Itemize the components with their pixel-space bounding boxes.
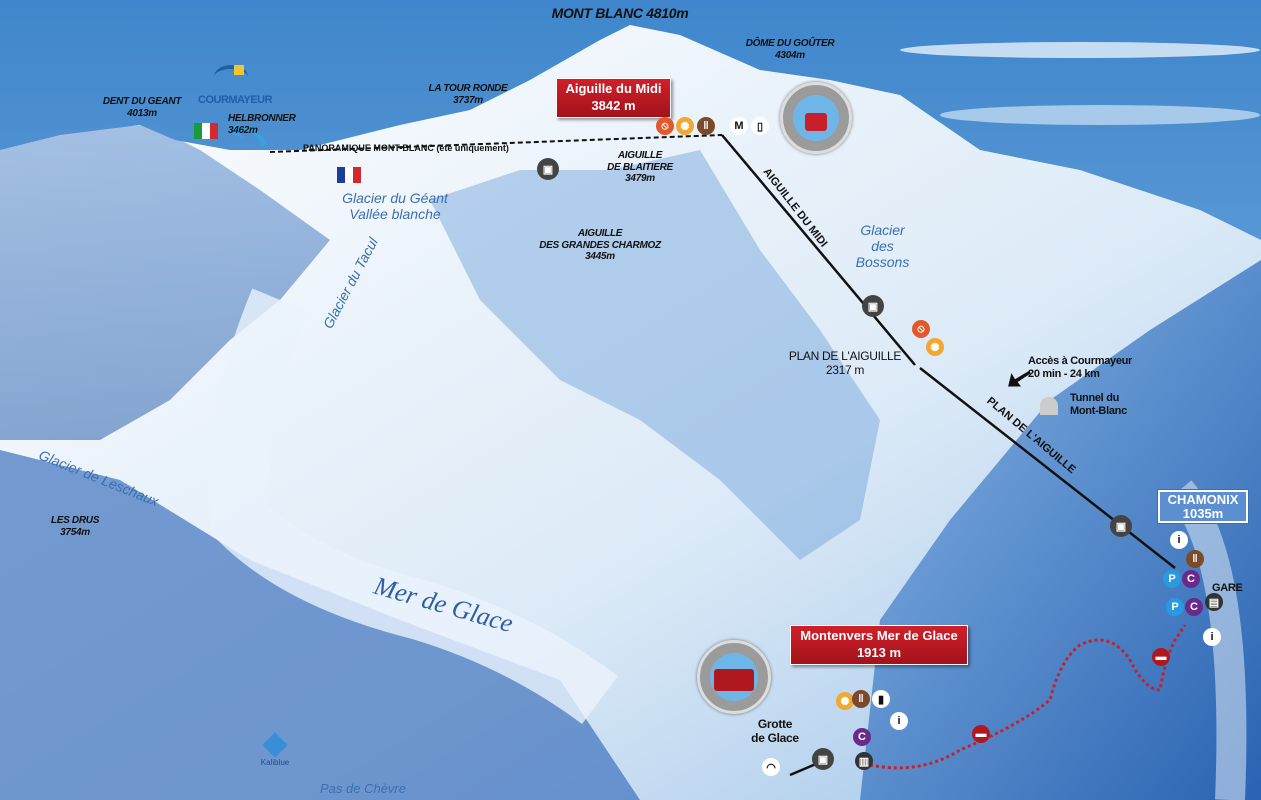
access-line1: Accès à Courmayeur — [1028, 355, 1133, 367]
tunnel-icon — [1040, 397, 1058, 415]
italy-flag — [194, 123, 218, 139]
info-icon[interactable]: i — [1203, 628, 1221, 646]
restaurant-icon: ǁ — [697, 117, 715, 135]
info-icon[interactable]: i — [890, 712, 908, 730]
aiguille-midi-badge — [780, 82, 852, 154]
peak-altitude: 3754m — [60, 526, 90, 538]
metro-icon: M — [730, 117, 748, 135]
peak-name: HELBRONNER — [228, 113, 296, 124]
glacier-line1: Glacier du Géant — [342, 190, 448, 206]
peak-altitude: 3737m — [453, 94, 483, 106]
mer-de-glace-glacier — [208, 288, 618, 725]
peak-altitude: 3479m — [625, 173, 655, 184]
parking-icon[interactable]: P — [1163, 570, 1181, 588]
peak-altitude: 4304m — [775, 49, 805, 61]
elevator-icon: ▯ — [751, 117, 769, 135]
c-icon: C — [1182, 570, 1200, 588]
cave-icon: ◠ — [762, 758, 780, 776]
parking-icon[interactable]: P — [1166, 598, 1184, 616]
station-name: Aiguille du Midi — [565, 81, 662, 96]
access-line2: 20 min - 24 km — [1028, 367, 1100, 380]
station-name: CHAMONIX — [1167, 492, 1239, 507]
peak-name: DE BLAITIERE — [607, 161, 673, 173]
peak-name: DES GRANDES CHARMOZ — [539, 239, 661, 251]
peak-altitude: 3462m — [228, 124, 258, 136]
grotte-line1: Grotte — [757, 717, 793, 731]
station-altitude: 2317 m — [825, 362, 865, 377]
panoramique-label: PANORAMIQUE MONT-BLANC (été uniquement) — [303, 143, 509, 153]
panoramique-cable — [269, 134, 723, 153]
peak-altitude: 3445m — [585, 251, 615, 262]
peak-name: AIGUILLE — [577, 228, 623, 239]
aiguille-midi-cable — [721, 134, 916, 366]
museum-icon: ▥ — [855, 752, 873, 770]
station-altitude: 1913 m — [856, 644, 902, 660]
gondola-icon[interactable]: ▣ — [862, 295, 884, 317]
train-icon: ▬ — [972, 725, 990, 743]
station-altitude: 1035m — [1182, 506, 1224, 521]
station-name: PLAN DE L'AIGUILLE — [788, 349, 902, 363]
pas-de-chevre-label: Pas de Chèvre — [320, 781, 406, 796]
restaurant-icon: ǁ — [852, 690, 870, 708]
no-entry-icon: ⦸ — [656, 117, 674, 135]
peak-name: LA TOUR RONDE — [428, 83, 508, 94]
glacier-line1: Glacier — [860, 222, 905, 238]
courmayeur-arrow — [1008, 370, 1031, 387]
tunnel-line2: Mont-Blanc — [1070, 404, 1127, 417]
train-icon — [714, 669, 754, 691]
helbronner-arrow — [228, 120, 268, 146]
peak-name: DENT DU GEANT — [102, 96, 182, 107]
train-station-icon: ▤ — [1205, 593, 1223, 611]
c-icon: C — [1185, 598, 1203, 616]
france-flag — [337, 167, 361, 183]
peak-name: DÔME DU GOÛTER — [745, 38, 835, 49]
gondola-icon[interactable]: ▣ — [1110, 515, 1132, 537]
restaurant-icon: ǁ — [1186, 550, 1204, 568]
viewpoint-icon: ✺ — [926, 338, 944, 356]
c-icon: C — [853, 728, 871, 746]
gondola-icon[interactable]: ▣ — [812, 748, 834, 770]
station-name: Montenvers Mer de Glace — [800, 628, 958, 643]
info-icon[interactable]: i — [1170, 531, 1188, 549]
viewpoint-icon: ✺ — [676, 117, 694, 135]
peak-altitude: 4013m — [127, 107, 157, 119]
gare-label: GARE — [1212, 582, 1243, 594]
montenvers-badge — [697, 640, 771, 714]
tunnel-line1: Tunnel du — [1070, 392, 1120, 404]
kaliblue-logo: Kaliblue — [252, 732, 298, 767]
gondola-icon[interactable]: ▣ — [537, 158, 559, 180]
glacier-line2: des Bossons — [855, 238, 910, 271]
no-entry-icon: ⦸ — [912, 320, 930, 338]
station-altitude: 3842 m — [591, 97, 636, 113]
peak-mont-blanc: MONT BLANC 4810m — [551, 5, 689, 21]
cable-car-icon — [805, 113, 827, 131]
train-icon: ▬ — [1152, 648, 1170, 666]
peak-name: AIGUILLE — [617, 150, 663, 161]
glacier-line2: Vallée blanche — [349, 206, 441, 223]
courmayeur-logo: COURMAYEUR — [198, 65, 273, 117]
viewpoint-icon: ✺ — [836, 692, 854, 710]
phone-icon: ▮ — [872, 690, 890, 708]
plan-aiguille-cable — [919, 367, 1176, 569]
grotte-line2: de Glace — [751, 730, 799, 745]
peak-name: LES DRUS — [50, 515, 100, 526]
kaliblue-text: Kaliblue — [260, 758, 290, 767]
